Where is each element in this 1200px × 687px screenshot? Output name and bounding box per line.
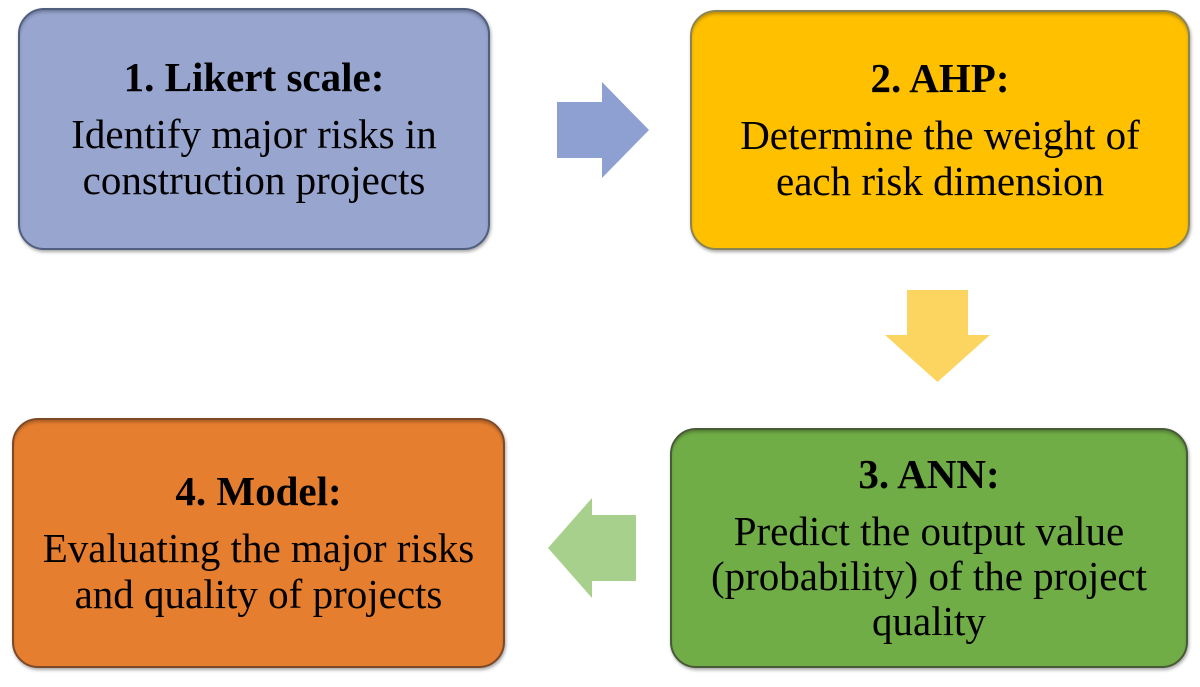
step-3-description: Predict the output value (probability) o…: [710, 507, 1148, 645]
step-4-title: 4. Model:: [175, 468, 342, 515]
step-box-ahp: 2. AHP: Determine the weight of each ris…: [690, 10, 1190, 250]
flow-arrow-down-icon: [885, 290, 990, 382]
step-box-ann: 3. ANN: Predict the output value (probab…: [670, 428, 1188, 668]
arrow-down-shape: [885, 290, 990, 382]
step-2-title: 2. AHP:: [870, 55, 1010, 102]
step-box-likert-scale: 1. Likert scale: Identify major risks in…: [18, 8, 490, 250]
arrow-right-shape: [557, 82, 649, 178]
arrow-left-shape: [548, 498, 636, 598]
flow-arrow-left-icon: [548, 498, 636, 598]
step-2-description: Determine the weight of each risk dimens…: [740, 112, 1140, 204]
step-3-title: 3. ANN:: [858, 450, 1000, 497]
flow-arrow-right-icon: [557, 82, 649, 178]
step-1-description: Identify major risks in construction pro…: [71, 111, 437, 203]
step-box-model: 4. Model: Evaluating the major risks and…: [12, 418, 505, 668]
step-1-title: 1. Likert scale:: [123, 54, 385, 101]
step-4-description: Evaluating the major risks and quality o…: [42, 525, 475, 617]
